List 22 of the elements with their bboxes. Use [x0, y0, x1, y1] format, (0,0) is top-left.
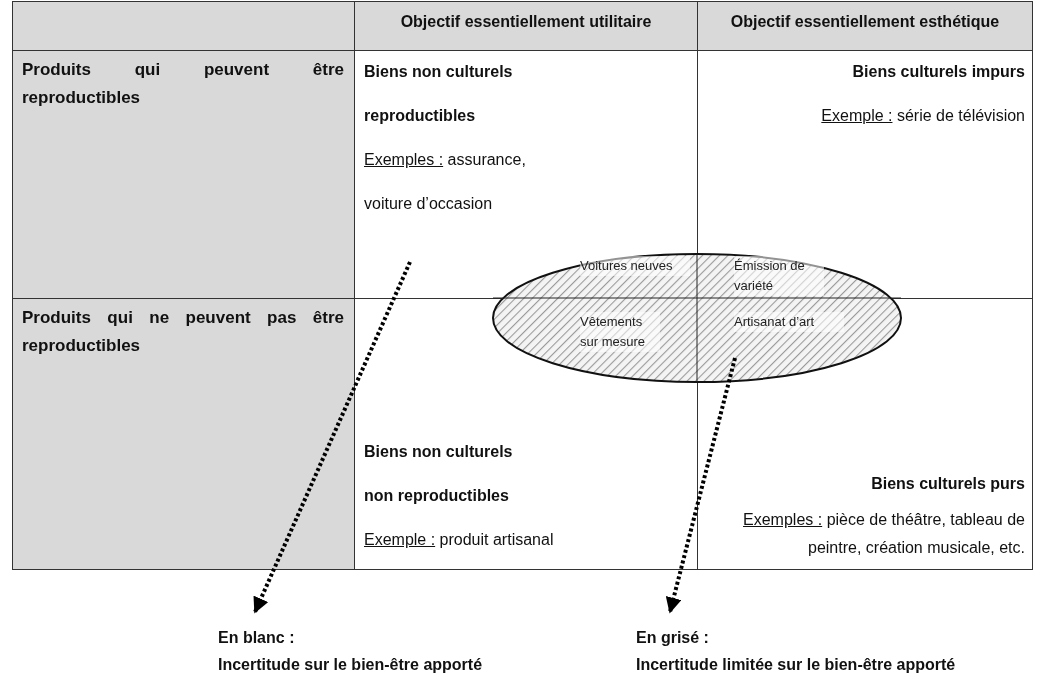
- ellipse-label: Vêtements sur mesure: [580, 312, 660, 352]
- category-title: Biens culturels impurs: [852, 62, 1025, 82]
- dotted-arrow: [253, 261, 412, 614]
- row-header: Produits qui ne peuvent pas être reproductibles: [22, 307, 344, 357]
- ellipse-label: Voitures neuves: [580, 256, 690, 276]
- example-text: Exemples : assurance, voiture d’occasion: [364, 150, 527, 214]
- ellipse-label: Émission de variété: [734, 256, 824, 296]
- row-header: Produits qui peuvent être reproductibles: [22, 59, 344, 109]
- example-text: Exemple : série de télévision: [821, 106, 1025, 126]
- column-header: Objectif essentiellement utilitaire: [400, 12, 652, 32]
- example-text: Exemples : pièce de théâtre, tableau de peintre, création musicale, etc.: [742, 510, 1025, 558]
- example-text: Exemple : produit artisanal: [364, 530, 554, 550]
- category-title: Biens culturels purs: [871, 474, 1025, 494]
- legend-note: Incertitude sur le bien-être apporté: [218, 655, 484, 675]
- legend-note: Incertitude limitée sur le bien-être apporté: [636, 655, 957, 675]
- column-header-cell: [354, 1, 698, 51]
- ellipse-label: Artisanat d’art: [734, 312, 844, 332]
- column-header: Objectif essentiellement esthétique: [730, 12, 1000, 32]
- column-header-cell: [697, 1, 1033, 51]
- legend-note: En grisé :: [636, 628, 710, 648]
- dotted-arrow: [665, 357, 737, 614]
- legend-note: En blanc :: [218, 628, 296, 648]
